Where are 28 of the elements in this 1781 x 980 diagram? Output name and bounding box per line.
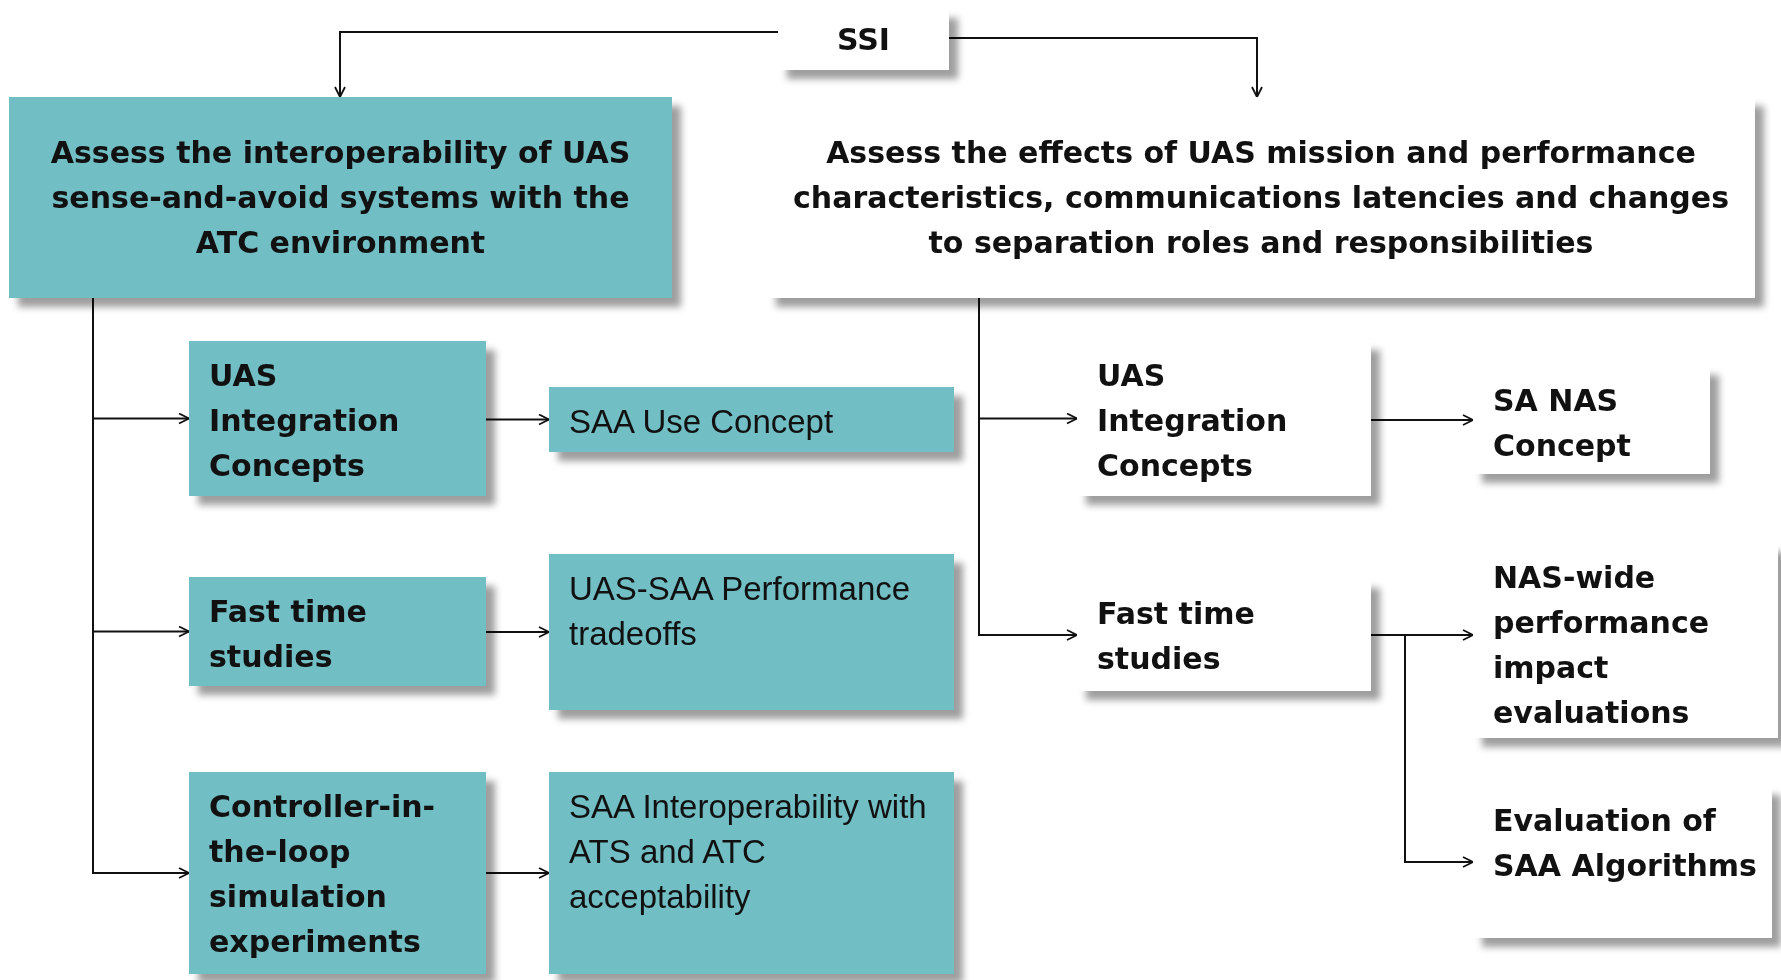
process-box [549,772,954,974]
box-label: Assess the interoperability of UAS sense-and-avoid systems with the ATC environment [49,134,632,262]
box-label: Controller-in-the-loop simulation experiments [209,788,436,961]
box-label: SAA Interoperability with ATS and ATC acceptability [569,787,928,917]
box-label: Fast time studies [209,593,368,676]
process-box [189,772,486,974]
process-box [549,387,954,452]
process-box [549,554,954,710]
process-box [9,97,672,298]
arrow [948,37,1263,98]
arrow [485,626,550,638]
arrow [485,867,550,879]
box-label: SAA Use Concept [569,402,834,442]
process-box [189,341,486,496]
box-label: NAS-wide performance impact evaluations [1493,559,1711,732]
box-label: SSI [837,21,890,59]
arrow [334,31,779,98]
box-label: UAS Integration Concepts [209,357,401,485]
process-box [189,577,486,686]
box-label: UAS-SAA Performance tradeoffs [569,569,912,654]
box-label: SA NAS Concept [1493,382,1632,465]
arrow [485,413,550,426]
box-label: Fast time studies [1097,595,1256,678]
box-label: Evaluation of SAA Algorithms [1493,802,1758,885]
arrow [1370,414,1474,426]
box-label: UAS Integration Concepts [1097,357,1289,485]
box-label: Assess the effects of UAS mission and performance characteristics, communications latencies and changes to separation roles and responsibilities [792,134,1730,262]
arrow [1370,634,1474,868]
